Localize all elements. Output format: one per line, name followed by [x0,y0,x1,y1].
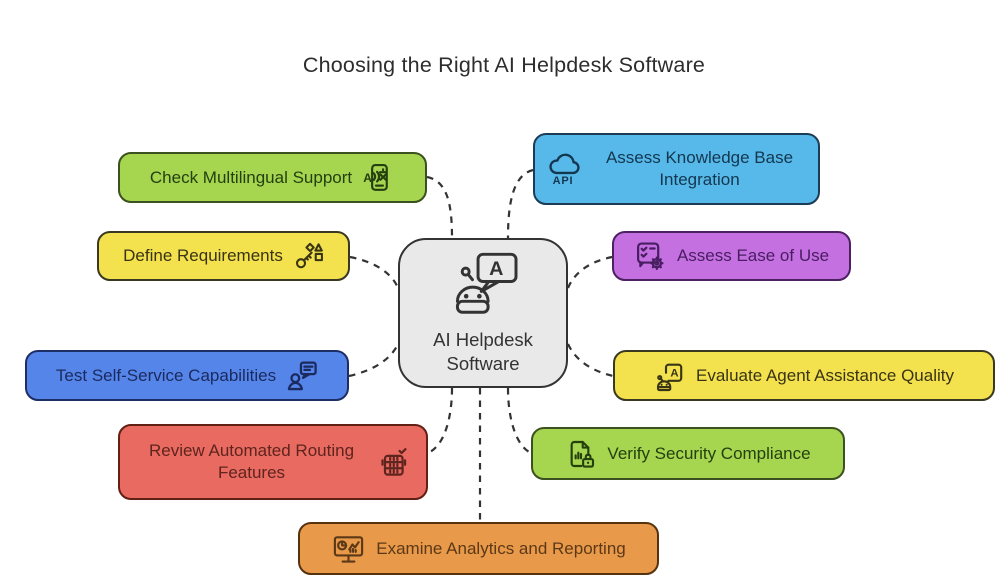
server-check-icon [377,446,410,479]
center-node-ai-helpdesk-software: A AI Helpdesk Software [398,238,568,388]
connector-define-requirements [349,255,400,289]
node-check-multilingual-support: Check Multilingual Support A [118,152,427,203]
svg-text:A: A [363,171,372,185]
svg-text:A: A [670,367,678,379]
connector-multilingual [426,175,454,239]
translate-icon: A [362,162,395,193]
node-label: Evaluate Agent Assistance Quality [696,365,954,385]
center-node-label: AI Helpdesk Software [433,328,533,374]
node-verify-security-compliance: Verify Security Compliance [531,427,845,480]
node-label: Define Requirements [123,246,283,265]
document-lock-icon [565,438,597,470]
connector-knowledge-base [506,168,534,239]
node-examine-analytics-and-reporting: Examine Analytics and Reporting [298,522,659,575]
node-label: Assess Ease of Use [676,246,830,265]
node-evaluate-agent-assistance-quality: A Evaluate Agent Assistance Quality [613,350,995,401]
node-review-automated-routing-features: Review Automated Routing Features [118,424,428,500]
node-label: Review Automated Routing Features [148,441,355,482]
node-test-self-service-capabilities: Test Self-Service Capabilities [25,350,349,401]
page-title: Choosing the Right AI Helpdesk Software [302,53,706,77]
monitor-analytics-icon [331,533,366,565]
connector-ease-of-use [566,255,613,289]
connector-routing [427,387,454,455]
key-shapes-icon [293,241,324,272]
node-assess-ease-of-use: Assess Ease of Use [612,231,851,281]
node-define-requirements: Define Requirements [97,231,350,281]
svg-text:A: A [489,258,503,280]
checklist-gear-icon [634,240,667,273]
connector-self-service [348,343,399,378]
node-label: Verify Security Compliance [607,443,811,463]
person-chat-icon [286,360,318,392]
cloud-api-icon: API [547,153,583,186]
node-label: Check Multilingual Support [149,167,353,187]
node-label: Examine Analytics and Reporting [376,538,626,558]
connector-agent-quality [567,343,614,378]
robot-chat-icon: A [445,251,521,322]
node-assess-knowledge-base-integration: API Assess Knowledge Base Integration [533,133,820,205]
node-label: Test Self-Service Capabilities [55,365,277,385]
node-label: Assess Knowledge Base Integration [605,148,794,189]
connector-security [506,387,532,454]
agent-frame-icon: A [654,360,686,392]
svg-text:API: API [553,174,574,185]
